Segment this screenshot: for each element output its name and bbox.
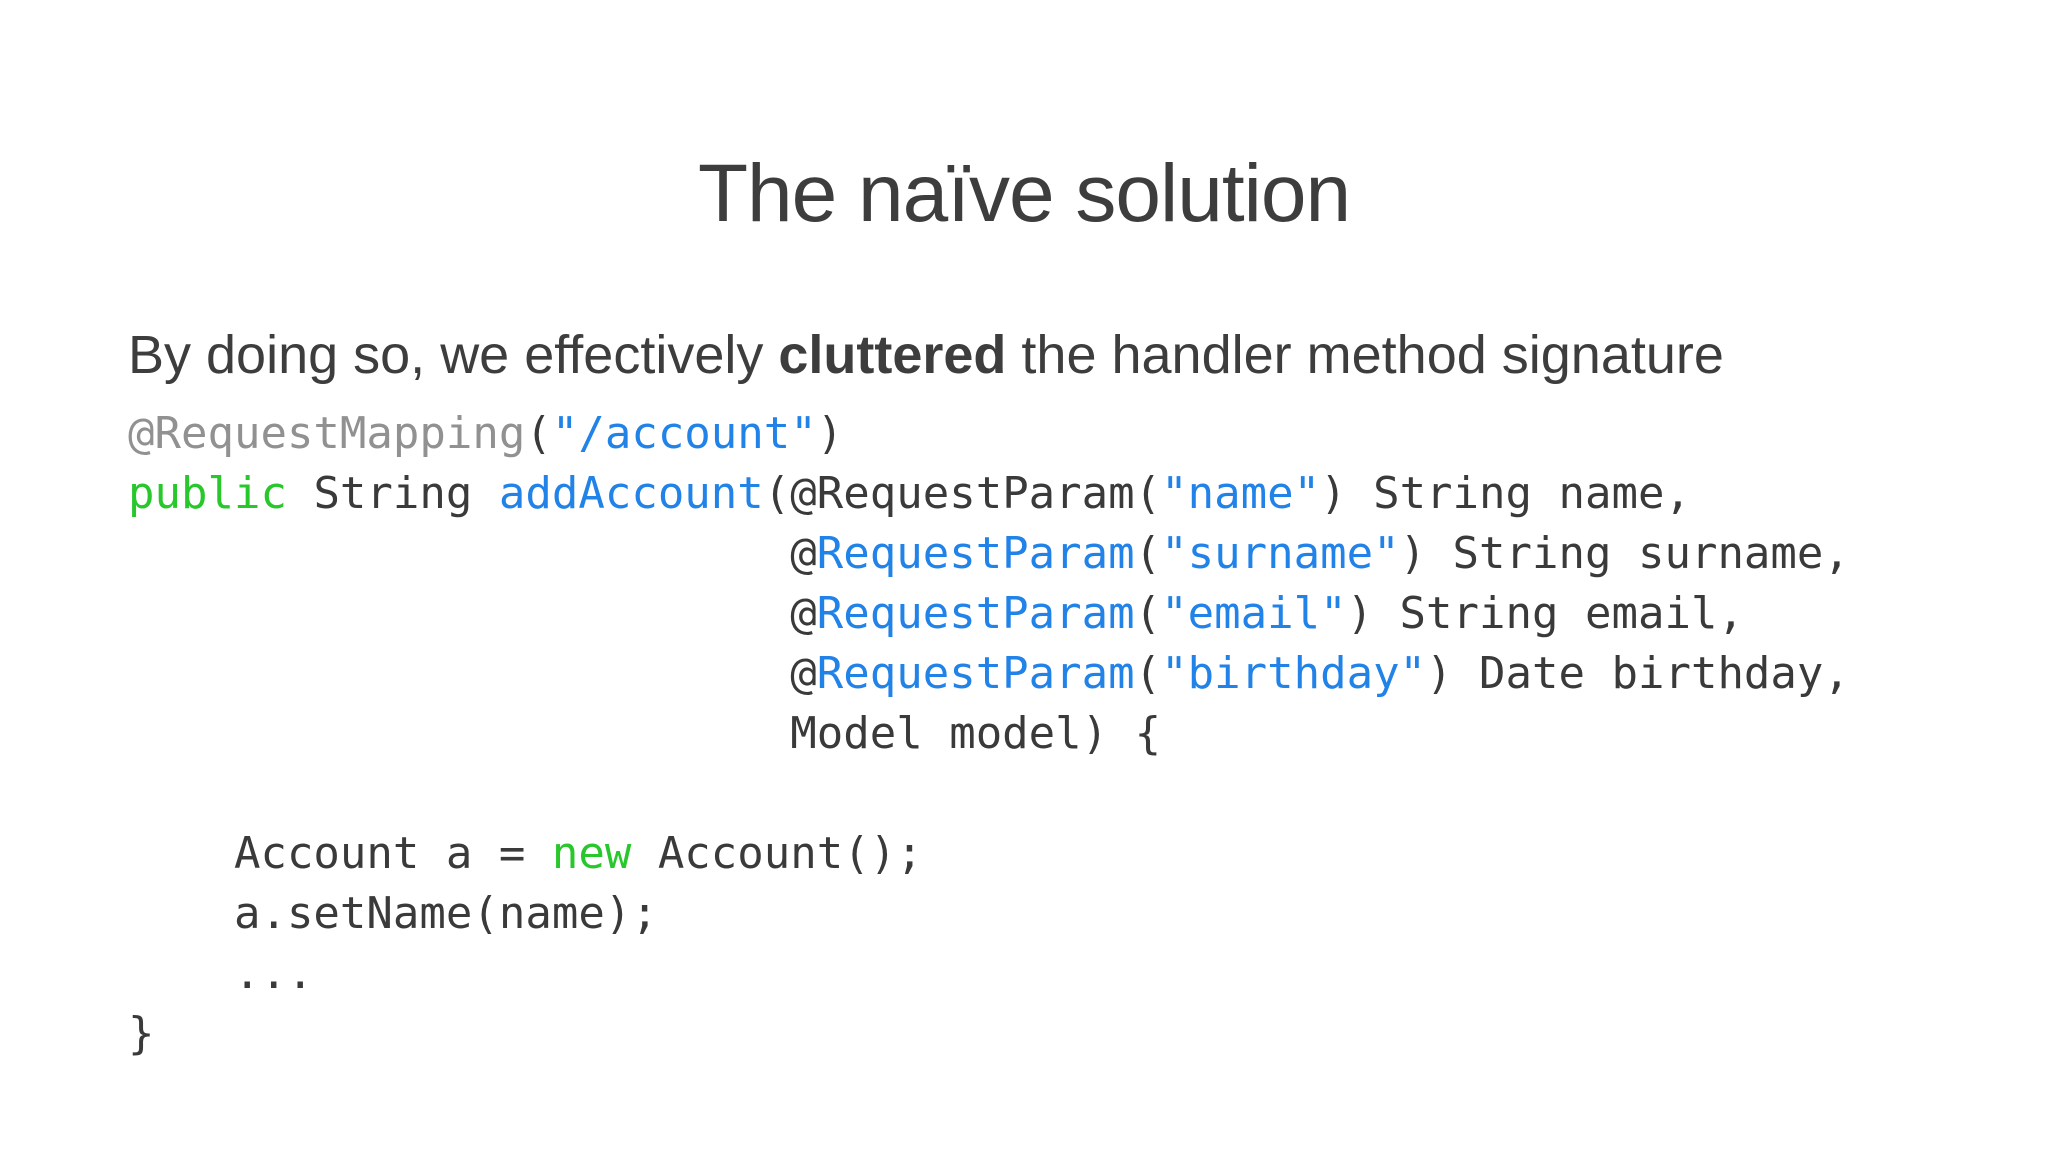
- code-token-plain: ) String email,: [1346, 588, 1744, 639]
- code-token-plain: @: [128, 588, 817, 639]
- page-title: The naïve solution: [697, 147, 1351, 239]
- code-line: Account a = new Account();: [128, 824, 1850, 884]
- code-line: ...: [128, 944, 1850, 1004]
- code-line: Model model) {: [128, 704, 1850, 764]
- code-line: @RequestMapping("/account"): [128, 404, 1850, 464]
- code-token-green: new: [551, 828, 632, 879]
- code-line: @RequestParam("email") String email,: [128, 584, 1850, 644]
- subtitle-text-before: By doing so, we effectively: [128, 325, 779, 385]
- code-token-blue: addAccount: [498, 468, 764, 519]
- code-token-plain: @: [128, 648, 817, 699]
- code-token-blue: "surname": [1161, 528, 1400, 579]
- code-token-plain: (: [525, 408, 552, 459]
- code-token-plain: Account a =: [128, 828, 552, 879]
- code-token-plain: ) String name,: [1320, 468, 1691, 519]
- code-token-blue: "name": [1161, 468, 1321, 519]
- code-token-plain: ): [816, 408, 844, 459]
- code-token-plain: }: [128, 1008, 155, 1059]
- code-line: [128, 764, 1850, 824]
- code-token-blue: RequestParam: [816, 588, 1135, 639]
- code-line: @RequestParam("birthday") Date birthday,: [128, 644, 1850, 704]
- code-token-blue: RequestParam: [816, 528, 1135, 579]
- code-token-plain: (: [1134, 648, 1162, 699]
- code-token-blue: "/account": [551, 408, 817, 459]
- code-token-plain: ...: [128, 948, 314, 999]
- subtitle: By doing so, we effectively cluttered th…: [128, 320, 1928, 390]
- subtitle-bold-word: cluttered: [778, 325, 1007, 385]
- code-token-blue: "birthday": [1161, 648, 1427, 699]
- code-line: }: [128, 1004, 1850, 1064]
- code-token-blue: RequestParam: [816, 648, 1135, 699]
- subtitle-text-after: the handler method signature: [1006, 325, 1724, 385]
- code-token-plain: ) Date birthday,: [1426, 648, 1850, 699]
- code-token-green: public: [128, 468, 287, 519]
- code-line: public String addAccount(@RequestParam("…: [128, 464, 1850, 524]
- code-token-plain: ) String surname,: [1399, 528, 1850, 579]
- code-token-plain: Model model) {: [128, 708, 1162, 759]
- code-token-plain: Account();: [631, 828, 923, 879]
- code-token-plain: String: [286, 468, 499, 519]
- code-token-plain: a.setName(name);: [128, 888, 658, 939]
- code-token-plain: (: [1134, 528, 1162, 579]
- code-token-plain: (@RequestParam(: [763, 468, 1162, 519]
- code-token-plain: @: [128, 528, 817, 579]
- code-token-plain: (: [1134, 588, 1162, 639]
- code-line: a.setName(name);: [128, 884, 1850, 944]
- code-token-blue: "email": [1161, 588, 1347, 639]
- code-line: @RequestParam("surname") String surname,: [128, 524, 1850, 584]
- code-token-gray: @RequestMapping: [128, 408, 526, 459]
- code-block: @RequestMapping("/account")public String…: [128, 404, 1850, 1064]
